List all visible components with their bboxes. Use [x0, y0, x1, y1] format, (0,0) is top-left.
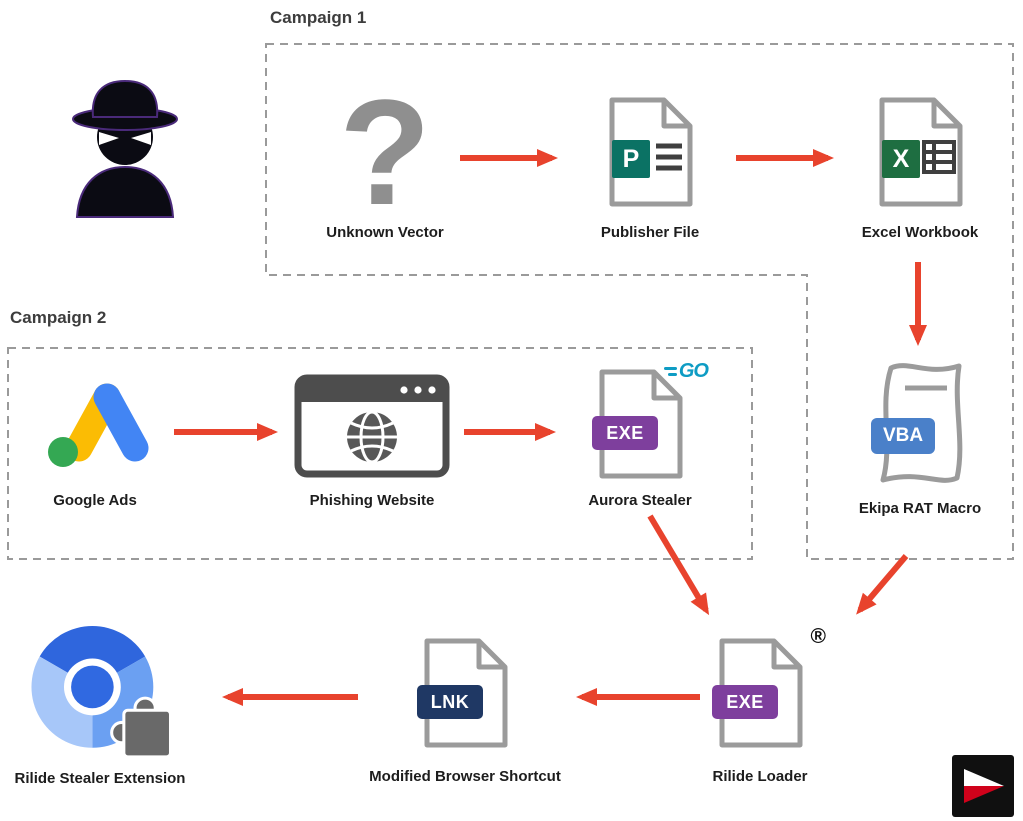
node-excel-workbook: X Excel Workbook [830, 86, 1010, 241]
node-rilide-loader: EXE ® Rilide Loader [670, 624, 850, 785]
campaign1-label: Campaign 1 [270, 8, 367, 27]
excel-workbook-icon: X [874, 96, 966, 208]
aurora-exe-badge: EXE [592, 416, 658, 450]
ekipa-rat-macro-label: Ekipa RAT Macro [858, 500, 982, 517]
google-ads-icon [48, 383, 149, 467]
vba-macro-scroll-icon: VBA [861, 356, 979, 490]
node-publisher-file: P Publisher File [560, 86, 740, 241]
publisher-file-icon: P [604, 96, 696, 208]
node-ekipa-rat-macro: VBA Ekipa RAT Macro [830, 352, 1010, 517]
phishing-website-browser-icon [294, 374, 450, 478]
question-mark-icon: ? [339, 68, 431, 236]
rilide-loader-exe-icon: EXE ® [712, 625, 826, 749]
arrow-aurora-to-loader [647, 514, 710, 616]
rilide-exe-badge: EXE [712, 685, 778, 719]
brand-logo [952, 755, 1014, 821]
golang-speed-lines [663, 367, 677, 376]
hacker-spy-icon [72, 79, 178, 218]
node-modified-browser-shortcut: LNK Modified Browser Shortcut [350, 624, 580, 785]
registered-trademark-icon: ® [810, 625, 826, 648]
excel-workbook-label: Excel Workbook [861, 224, 979, 241]
node-unknown-vector: ? Unknown Vector [295, 77, 475, 241]
rilide-loader-label: Rilide Loader [712, 768, 808, 785]
rilide-stealer-extension-label: Rilide Stealer Extension [14, 770, 186, 787]
excel-badge: X [882, 140, 920, 178]
arrow-ekipa-to-loader [856, 554, 909, 615]
globe-icon [347, 410, 397, 464]
phishing-website-label: Phishing Website [309, 492, 435, 509]
puzzle-piece-icon [110, 696, 173, 759]
golang-text: GO [678, 360, 709, 382]
chromium-extension-icon [31, 626, 173, 759]
lnk-badge: LNK [417, 685, 483, 719]
aurora-stealer-exe-icon: EXE GO [592, 360, 709, 480]
node-phishing-website: Phishing Website [283, 366, 461, 509]
publisher-file-label: Publisher File [600, 224, 700, 241]
node-google-ads: Google Ads [15, 366, 175, 509]
node-rilide-stealer-extension: Rilide Stealer Extension [0, 618, 200, 787]
modified-browser-shortcut-label: Modified Browser Shortcut [369, 768, 561, 785]
node-aurora-stealer: EXE GO Aurora Stealer [550, 360, 730, 509]
vba-badge: VBA [871, 418, 935, 454]
node-threat-actor [50, 76, 200, 220]
campaign2-label: Campaign 2 [10, 308, 107, 327]
google-ads-label: Google Ads [53, 492, 137, 509]
publisher-badge: P [612, 140, 650, 178]
lnk-file-icon: LNK [417, 637, 511, 749]
aurora-stealer-label: Aurora Stealer [588, 492, 692, 509]
chromium-logo [31, 626, 154, 748]
golang-logo: GO [663, 360, 709, 383]
